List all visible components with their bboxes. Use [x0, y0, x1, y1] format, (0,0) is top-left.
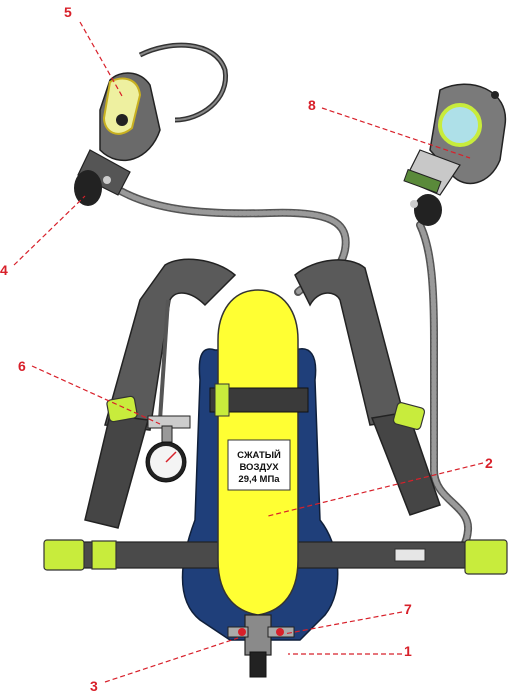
callout-6-number: 6	[18, 358, 26, 374]
callout-1: 1	[288, 643, 412, 659]
mask-left	[74, 42, 228, 206]
callout-5-number: 5	[64, 4, 72, 20]
shoulder-buckles	[106, 395, 426, 430]
tank-label-line2: ВОЗДУХ	[239, 462, 279, 473]
callout-8-number: 8	[308, 97, 316, 113]
callout-3-number: 3	[90, 678, 98, 694]
pressure-gauge	[145, 415, 191, 483]
callout-4: 4	[0, 195, 86, 278]
callout-4-number: 4	[0, 262, 8, 278]
callout-2: 2	[267, 455, 493, 517]
mask-right	[403, 83, 507, 226]
callout-1-number: 1	[404, 643, 412, 659]
cylinder-label-plate	[227, 439, 291, 491]
callout-5: 5	[64, 4, 123, 97]
cylinder-valve	[227, 614, 295, 678]
tank-label-line3: 29,4 МПа	[238, 474, 280, 485]
callout-2-number: 2	[485, 455, 493, 471]
callout-3: 3	[90, 637, 239, 694]
tank-label-line1: СЖАТЫЙ	[237, 449, 281, 461]
callout-7-number: 7	[404, 601, 412, 617]
callout-8: 8	[308, 97, 471, 159]
callout-6: 6	[18, 358, 161, 425]
cylinder-strap-buckle	[214, 383, 230, 417]
callout-7: 7	[283, 601, 412, 635]
